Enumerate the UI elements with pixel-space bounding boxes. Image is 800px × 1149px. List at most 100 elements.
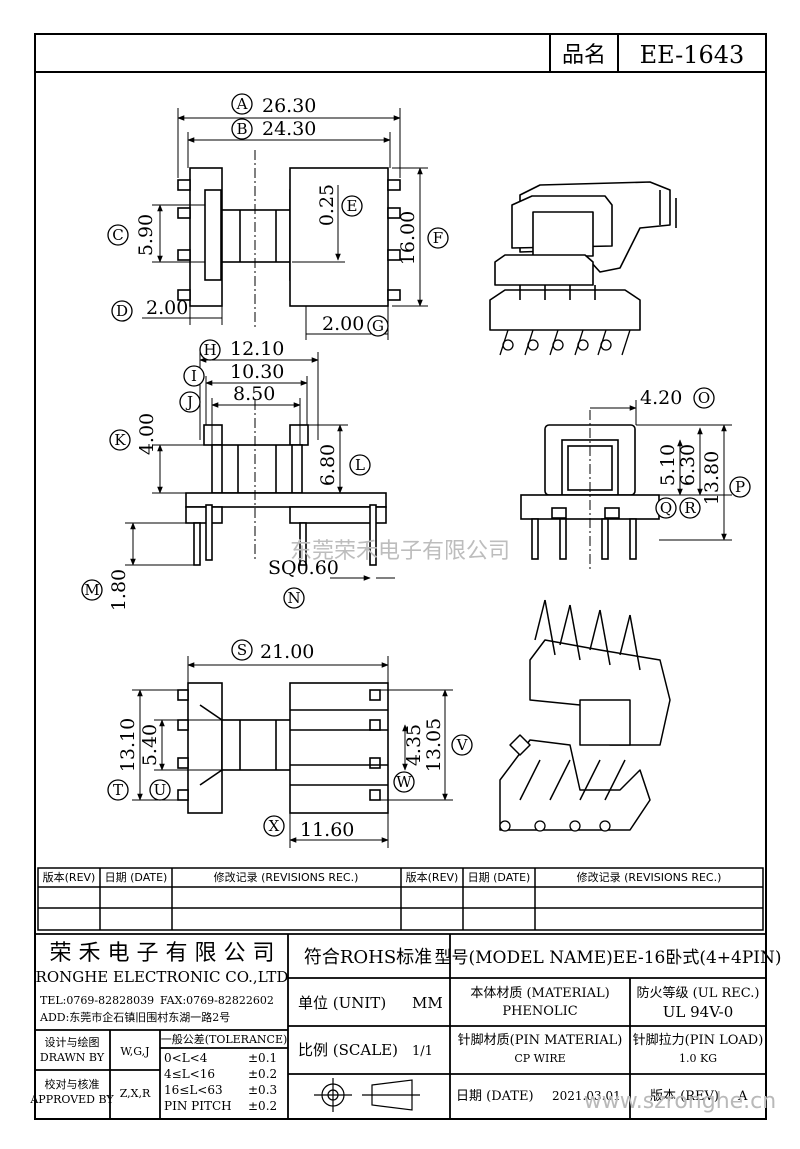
ul-value: UL 94V-0 <box>663 1003 734 1021</box>
company-addr: ADD:东莞市企石镇旧围村东湖一路2号 <box>39 1010 230 1024</box>
pin-load-label: 针脚拉力(PIN LOAD) <box>633 1032 764 1048</box>
unit-label: 单位 (UNIT) <box>298 994 386 1012</box>
dims-front <box>590 400 732 541</box>
marker-circle-L <box>349 454 371 476</box>
dim-W: 4.35 <box>403 724 425 766</box>
dim-G: 2.00 <box>322 313 364 335</box>
header-box: 品名 EE-1643 <box>35 34 766 73</box>
marker-letter-A: A <box>236 95 248 113</box>
marker-letter-P: P <box>735 478 745 496</box>
dims-bottom <box>132 656 453 848</box>
marker-circle-U <box>149 779 171 801</box>
drawn-label-cn: 设计与绘图 <box>45 1035 100 1049</box>
marker-circle-T <box>107 779 129 801</box>
marker-letter-J: J <box>185 393 193 411</box>
drawn-value: W,G,J <box>120 1045 149 1058</box>
marker-circle-G <box>367 315 389 337</box>
dim-I: 10.30 <box>230 361 284 383</box>
rev-label: 版本 (REV) <box>650 1089 719 1104</box>
dim-B: 24.30 <box>262 118 316 140</box>
dim-M: 1.80 <box>108 569 130 611</box>
marker-circle-Q <box>655 497 677 519</box>
tol-value-2: ±0.3 <box>248 1083 277 1097</box>
marker-letter-L: L <box>355 456 365 474</box>
dim-D: 2.00 <box>146 297 188 319</box>
marker-letter-F: F <box>433 229 443 247</box>
marker-circle-K <box>109 429 131 451</box>
dim-Q: 5.10 <box>657 444 679 486</box>
dim-H: 12.10 <box>230 338 284 360</box>
rev-value: A <box>737 1089 748 1104</box>
tol-range-3: PIN PITCH <box>164 1099 232 1113</box>
tol-range-1: 4≤L<16 <box>164 1067 215 1081</box>
rev-col-rec-2: 修改记录 (REVISIONS REC.) <box>577 870 722 884</box>
rev-col-date-2: 日期 (DATE) <box>468 871 531 884</box>
dim-S: 21.00 <box>260 641 314 663</box>
company-block: 荣 禾 电 子 有 限 公 司 RONGHE ELECTRONIC CO.,LT… <box>36 941 289 1024</box>
company-name-cn: 荣 禾 电 子 有 限 公 司 <box>50 941 275 966</box>
dim-L: 6.80 <box>317 444 339 486</box>
scale-value: 1/1 <box>412 1044 433 1059</box>
marker-letter-N: N <box>287 589 300 607</box>
marker-circle-B <box>231 118 253 140</box>
tolerance-title: 一般公差(TOLERANCE) <box>161 1032 288 1046</box>
marker-letter-C: C <box>112 226 123 244</box>
dim-E: 0.25 <box>316 184 338 226</box>
marker-circle-M <box>81 579 103 601</box>
marker-letter-I: I <box>191 367 197 385</box>
marker-circle-X <box>263 815 285 837</box>
marker-circle-C <box>107 224 129 246</box>
company-tel: TEL:0769-82828039 <box>40 994 154 1007</box>
view-bottom <box>177 682 389 814</box>
outer-frame <box>34 33 767 1120</box>
dim-C: 5.90 <box>135 214 157 256</box>
dim-P: 13.80 <box>701 451 723 505</box>
pin-material-label: 针脚材质(PIN MATERIAL) <box>458 1032 623 1048</box>
dim-V: 13.05 <box>423 718 445 772</box>
marker-letter-R: R <box>684 499 696 517</box>
marker-letter-U: U <box>154 781 167 799</box>
dim-A: 26.30 <box>262 95 316 117</box>
marker-circle-J <box>179 391 201 413</box>
view-top <box>177 150 401 330</box>
dim-T: 13.10 <box>117 718 139 772</box>
dims-side <box>125 352 395 581</box>
pin-material-value: CP WIRE <box>514 1052 565 1065</box>
marker-letter-Q: Q <box>660 499 672 517</box>
unit-value: MM <box>412 994 443 1012</box>
date-label: 日期 (DATE) <box>456 1089 534 1104</box>
marker-circle-H <box>199 339 221 361</box>
approved-label-cn: 校对与核准 <box>45 1077 100 1091</box>
marker-letter-O: O <box>698 389 710 407</box>
revision-headers: 版本(REV) 日期 (DATE) 修改记录 (REVISIONS REC.) … <box>43 870 722 884</box>
marker-letter-V: V <box>456 736 469 754</box>
company-name-en: RONGHE ELECTRONIC CO.,LTD <box>36 968 289 986</box>
view-iso-2 <box>499 599 671 831</box>
iso-2-pins <box>499 820 611 832</box>
marker-letter-S: S <box>237 641 247 659</box>
model-label: 型号(MODEL NAME)EE-16卧式(4+4PIN) <box>435 948 782 968</box>
iso-1-pins <box>499 329 631 356</box>
marker-circle-P <box>729 476 751 498</box>
marker-circle-W <box>393 771 415 793</box>
marker-circle-A <box>231 93 253 115</box>
marker-letter-M: M <box>84 581 99 599</box>
material-value: PHENOLIC <box>502 1004 577 1019</box>
marker-letter-W: W <box>396 773 412 791</box>
view-front <box>520 410 660 570</box>
title-block-grid <box>35 933 766 1119</box>
view-iso-1 <box>489 181 677 331</box>
product-label: 品名 <box>562 43 606 68</box>
rev-col-date-1: 日期 (DATE) <box>105 871 168 884</box>
marker-circle-V <box>451 734 473 756</box>
marker-circle-O <box>693 387 715 409</box>
marker-circle-E <box>341 195 363 217</box>
marker-circle-R <box>679 497 701 519</box>
projection-symbol-icon <box>314 1078 420 1112</box>
marker-letter-X: X <box>269 817 280 835</box>
marker-letter-B: B <box>236 120 247 138</box>
tol-value-1: ±0.2 <box>248 1067 277 1081</box>
date-value: 2021.03.01 <box>552 1089 621 1103</box>
marker-letter-K: K <box>114 431 126 449</box>
